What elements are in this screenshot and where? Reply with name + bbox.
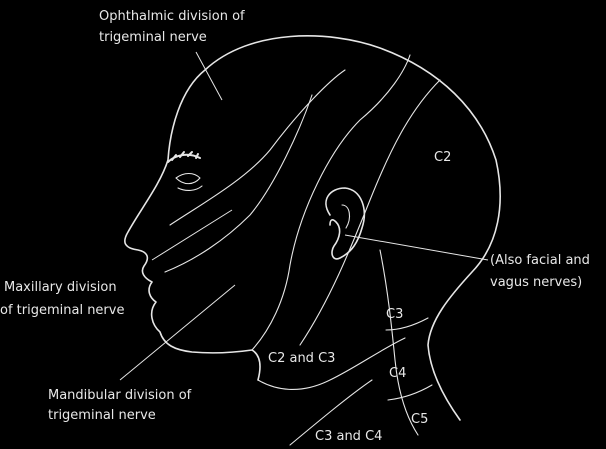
eye-lash (178, 186, 202, 190)
ear-inner (342, 205, 349, 228)
c3-label: C3 (386, 307, 403, 322)
c3-c4-boundary (380, 250, 418, 435)
c5-label: C5 (411, 412, 428, 427)
maxillary-label-line2: of trigeminal nerve (0, 303, 124, 318)
c5-boundary (388, 385, 432, 400)
c4-label: C4 (389, 366, 406, 381)
c2-and-c3-label: C2 and C3 (268, 351, 335, 366)
ear (326, 188, 364, 259)
mandibular-boundary (252, 55, 410, 350)
ophthalmic-boundary (170, 70, 345, 225)
mandibular-leader (120, 285, 235, 380)
eye (176, 174, 200, 184)
mandibular-label-line1: Mandibular division of (48, 388, 192, 403)
c3-and-c4-label: C3 and C4 (315, 429, 382, 444)
c2-boundary (300, 80, 440, 345)
maxillary-label-line1: Maxillary division (4, 280, 117, 295)
ophthalmic-label-line2: trigeminal nerve (99, 30, 207, 45)
facial-label-line2: vagus nerves) (490, 275, 582, 290)
ophthalmic-label-line1: Ophthalmic division of (99, 9, 245, 24)
mandibular-label-line2: trigeminal nerve (48, 408, 156, 423)
facial-label-line1: (Also facial and (490, 253, 590, 268)
facial-leader (345, 235, 488, 260)
c2-label: C2 (434, 150, 451, 165)
maxillary-leader (152, 210, 232, 260)
